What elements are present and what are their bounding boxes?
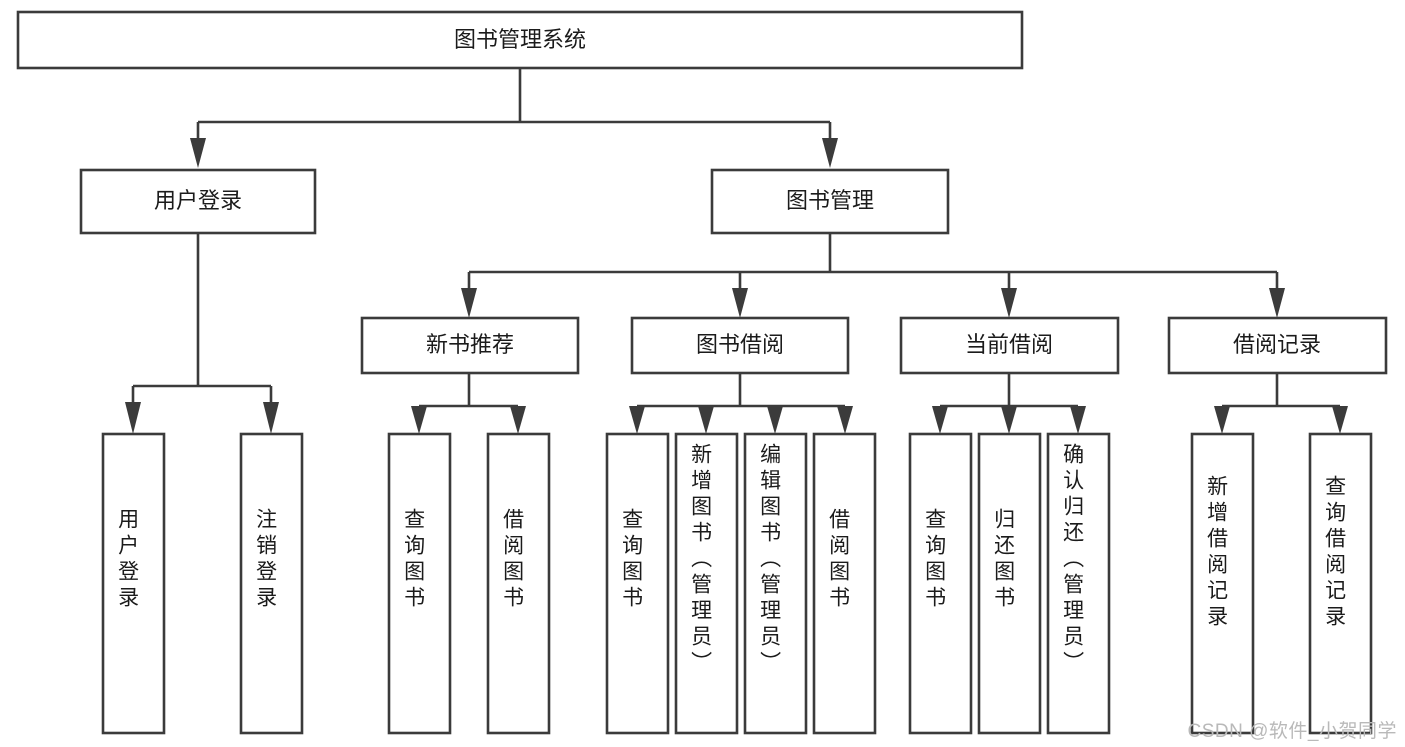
leaf-box-query-book-3[interactable] [908, 432, 973, 735]
arrow-head-leaf-return-book [1001, 406, 1017, 434]
node-borrow-record[interactable]: 借阅记录 [1167, 316, 1388, 375]
leaf-box-borrow-book-1[interactable] [486, 432, 551, 735]
arrow-head-book-manage [822, 138, 838, 168]
leaf-box-query-book-2[interactable] [605, 432, 670, 735]
leaf-box-user-login[interactable] [101, 432, 166, 735]
node-book-borrow-label: 图书借阅 [696, 332, 784, 357]
leaf-box-logout[interactable] [239, 432, 304, 735]
node-new-book-rec-label: 新书推荐 [426, 332, 514, 357]
node-current-borrow-label: 当前借阅 [965, 332, 1053, 357]
arrow-head-user-login [190, 138, 206, 168]
arrow-head-leaf-borrow-book-2 [837, 406, 853, 434]
arrow-head-leaf-add-book [698, 406, 714, 434]
arrow-head-borrow-record [1269, 288, 1285, 318]
connector-current-borrow-to-leaves [932, 373, 1086, 434]
node-root-label: 图书管理系统 [454, 27, 586, 52]
arrow-head-leaf-edit-book [767, 406, 783, 434]
arrow-head-new-book-rec [461, 288, 477, 318]
leaf-box-edit-book[interactable] [743, 432, 808, 735]
arrow-head-current-borrow [1001, 288, 1017, 318]
node-user-login-box[interactable] [79, 168, 317, 235]
node-current-borrow-box[interactable] [899, 316, 1120, 375]
arrow-head-leaf-borrow-book-1 [510, 406, 526, 434]
arrow-head-leaf-query-book-2 [629, 406, 645, 434]
node-user-login-label: 用户登录 [154, 188, 242, 213]
node-book-manage[interactable]: 图书管理 [710, 168, 950, 235]
connector-book-borrow-to-leaves [629, 373, 853, 434]
node-current-borrow[interactable]: 当前借阅 [899, 316, 1120, 375]
arrow-head-leaf-add-record [1214, 406, 1230, 434]
leaf-box-confirm-return[interactable] [1046, 432, 1111, 735]
connector-borrow-record-to-leaves [1214, 373, 1348, 434]
connector-root-to-level2 [190, 68, 838, 168]
leaf-box-add-book[interactable] [674, 432, 739, 735]
node-user-login[interactable]: 用户登录 [79, 168, 317, 235]
arrow-head-leaf-query-record [1332, 406, 1348, 434]
arrow-head-leaf-logout [263, 402, 279, 434]
node-book-borrow[interactable]: 图书借阅 [630, 316, 850, 375]
node-book-manage-label: 图书管理 [786, 188, 874, 213]
node-book-borrow-box[interactable] [630, 316, 850, 375]
connector-user-login-to-leaves [125, 233, 279, 434]
node-book-manage-box[interactable] [710, 168, 950, 235]
arrow-head-book-borrow [732, 288, 748, 318]
node-root[interactable]: 图书管理系统 [16, 10, 1024, 70]
arrow-head-leaf-query-book-3 [932, 406, 948, 434]
arrow-head-leaf-query-book-1 [411, 406, 427, 434]
node-new-book-rec-box[interactable] [360, 316, 580, 375]
connector-book-manage-to-level3 [461, 233, 1285, 318]
watermark-text: CSDN @软件_小贺同学 [1187, 721, 1397, 742]
leaf-box-return-book[interactable] [977, 432, 1042, 735]
node-new-book-rec[interactable]: 新书推荐 [360, 316, 580, 375]
arrow-head-leaf-confirm-return [1070, 406, 1086, 434]
arrow-head-leaf-user-login [125, 402, 141, 434]
node-borrow-record-label: 借阅记录 [1233, 332, 1321, 357]
leaf-box-query-book-1[interactable] [387, 432, 452, 735]
leaf-box-add-record[interactable] [1190, 432, 1255, 735]
node-root-box[interactable] [16, 10, 1024, 70]
connector-new-book-rec-to-leaves [411, 373, 526, 434]
leaf-box-query-record[interactable] [1308, 432, 1373, 735]
leaf-box-borrow-book-2[interactable] [812, 432, 877, 735]
node-borrow-record-box[interactable] [1167, 316, 1388, 375]
